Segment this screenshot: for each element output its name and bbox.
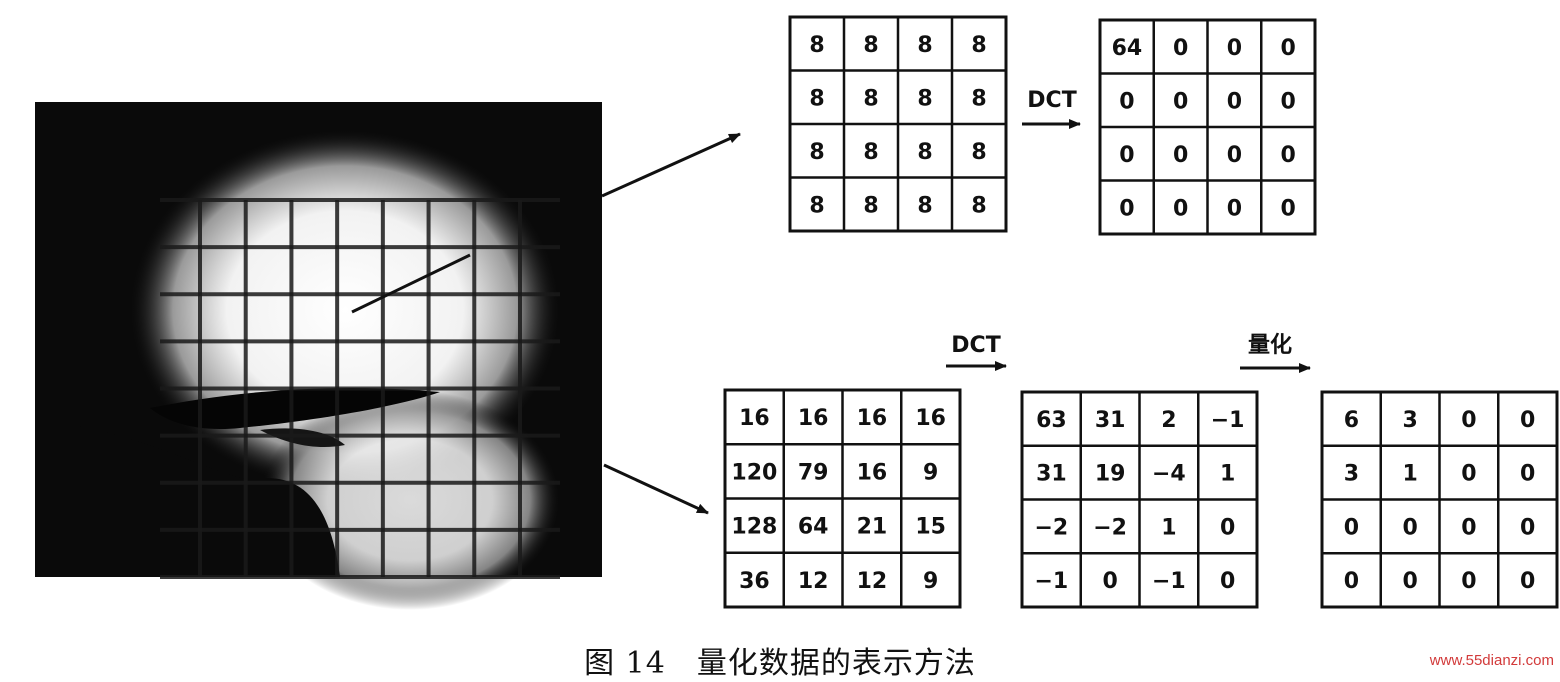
matrix-cell: 12 bbox=[857, 569, 888, 594]
matrix-cell: 19 bbox=[1095, 462, 1126, 487]
sample-indicator-line bbox=[351, 253, 471, 314]
matrix-cell: 64 bbox=[1112, 36, 1143, 61]
source-photo bbox=[35, 102, 602, 610]
matrix-cell: −1 bbox=[1152, 569, 1186, 594]
matrix-cell: 0 bbox=[1119, 196, 1134, 221]
dct-arrow-bottom: DCT bbox=[946, 333, 1007, 371]
matrix-cell: 8 bbox=[971, 193, 986, 218]
matrix-cell: 8 bbox=[863, 33, 878, 58]
quantize-label: 量化 bbox=[1248, 332, 1292, 358]
matrix-cell: 1 bbox=[1161, 515, 1176, 540]
matrix-cell: 3 bbox=[1344, 462, 1359, 487]
matrix-cell: 0 bbox=[1102, 569, 1117, 594]
photo-grid-lines bbox=[160, 198, 560, 579]
matrix-cell: 0 bbox=[1520, 408, 1535, 433]
matrix-cell: 8 bbox=[971, 140, 986, 165]
matrix-cell: 8 bbox=[863, 86, 878, 111]
matrix-cell: 8 bbox=[863, 193, 878, 218]
matrix-cell: −4 bbox=[1152, 462, 1186, 487]
matrix-cell: 0 bbox=[1344, 569, 1359, 594]
matrix-cell: 31 bbox=[1036, 462, 1067, 487]
matrix-cell: 21 bbox=[857, 515, 888, 540]
matrix-cell: 12 bbox=[798, 569, 829, 594]
matrix-cell: 0 bbox=[1461, 462, 1476, 487]
matrix-cell: 16 bbox=[739, 406, 770, 431]
matrix-cell: 16 bbox=[798, 406, 829, 431]
watermark: www.55dianzi.com bbox=[1429, 652, 1554, 669]
matrix-cell: 64 bbox=[798, 515, 829, 540]
matrix-cell: 8 bbox=[809, 193, 824, 218]
quantize-arrow: 量化 bbox=[1240, 332, 1311, 373]
matrix-cell: 9 bbox=[923, 569, 938, 594]
matrix-cell: 0 bbox=[1402, 569, 1417, 594]
matrix-cell: 31 bbox=[1095, 408, 1126, 433]
matrix-cell: 8 bbox=[809, 140, 824, 165]
matrix-cell: 6 bbox=[1344, 408, 1359, 433]
matrix-cell: 0 bbox=[1227, 143, 1242, 168]
matrix-cell: 0 bbox=[1520, 569, 1535, 594]
matrix-cell: 8 bbox=[809, 86, 824, 111]
matrix-cell: −2 bbox=[1035, 515, 1069, 540]
matrix-cell: 120 bbox=[731, 460, 777, 485]
matrix-cell: 0 bbox=[1173, 89, 1188, 114]
matrix-cell: 0 bbox=[1227, 196, 1242, 221]
matrix-cell: 0 bbox=[1461, 515, 1476, 540]
matrix-cell: 79 bbox=[798, 460, 829, 485]
pointer-arrow-top bbox=[601, 132, 741, 198]
matrix-cell: 128 bbox=[731, 515, 777, 540]
figure-caption: 图 14 量化数据的表示方法 bbox=[584, 646, 976, 681]
matrix-cell: 0 bbox=[1520, 462, 1535, 487]
matrix-cell: 3 bbox=[1402, 408, 1417, 433]
matrix-cell: 0 bbox=[1173, 143, 1188, 168]
matrix-cell: 0 bbox=[1220, 515, 1235, 540]
pointer-arrow-bottom bbox=[603, 463, 709, 515]
matrix-cell: 9 bbox=[923, 460, 938, 485]
matrix-bottom-dct: 63 31 2 −1 31 19 −4 1 −2 −2 1 0 −1 0 −1 0 bbox=[1020, 390, 1259, 609]
matrix-cell: 0 bbox=[1220, 569, 1235, 594]
matrix-cell: 0 bbox=[1280, 36, 1295, 61]
matrix-cell: −2 bbox=[1093, 515, 1127, 540]
matrix-cell: 15 bbox=[915, 515, 946, 540]
matrix-cell: 8 bbox=[917, 33, 932, 58]
matrix-cell: −1 bbox=[1035, 569, 1069, 594]
matrix-cell: 0 bbox=[1119, 89, 1134, 114]
matrix-cell: 0 bbox=[1119, 143, 1134, 168]
matrix-cell: 0 bbox=[1461, 569, 1476, 594]
matrix-cell: 0 bbox=[1280, 89, 1295, 114]
matrix-cell: 16 bbox=[915, 406, 946, 431]
matrix-top-dct: 64 0 0 0 0 0 0 0 0 0 0 0 0 0 0 0 bbox=[1098, 18, 1317, 236]
matrix-cell: 8 bbox=[917, 140, 932, 165]
matrix-cell: 0 bbox=[1344, 515, 1359, 540]
matrix-cell: 0 bbox=[1173, 36, 1188, 61]
matrix-cell: 1 bbox=[1220, 462, 1235, 487]
matrix-bottom-quantized: 6 3 0 0 3 1 0 0 0 0 0 0 0 0 0 0 bbox=[1320, 390, 1559, 609]
matrix-cell: 8 bbox=[917, 193, 932, 218]
matrix-cell: 8 bbox=[971, 86, 986, 111]
matrix-bottom-input: 16 16 16 16 120 79 16 9 128 64 21 15 36 12 12 9 bbox=[723, 388, 962, 609]
matrix-top-input: 8 8 8 8 8 8 8 8 8 8 8 8 8 8 8 8 bbox=[788, 15, 1008, 233]
matrix-cell: 0 bbox=[1280, 143, 1295, 168]
matrix-cell: 2 bbox=[1161, 408, 1176, 433]
matrix-cell: 8 bbox=[917, 86, 932, 111]
matrix-cell: 0 bbox=[1402, 515, 1417, 540]
matrix-cell: 1 bbox=[1402, 462, 1417, 487]
dct-label-top: DCT bbox=[1027, 88, 1076, 113]
matrix-cell: 16 bbox=[857, 406, 888, 431]
matrix-cell: 0 bbox=[1461, 408, 1476, 433]
matrix-cell: 0 bbox=[1280, 196, 1295, 221]
matrix-cell: 8 bbox=[863, 140, 878, 165]
matrix-cell: 16 bbox=[857, 460, 888, 485]
dct-arrow-top: DCT bbox=[1022, 88, 1081, 129]
matrix-cell: 0 bbox=[1173, 196, 1188, 221]
matrix-cell: 0 bbox=[1227, 89, 1242, 114]
matrix-cell: 63 bbox=[1036, 408, 1067, 433]
matrix-cell: −1 bbox=[1211, 408, 1245, 433]
matrix-cell: 8 bbox=[971, 33, 986, 58]
matrix-cell: 0 bbox=[1520, 515, 1535, 540]
matrix-cell: 0 bbox=[1227, 36, 1242, 61]
matrix-cell: 8 bbox=[809, 33, 824, 58]
dct-label-bottom: DCT bbox=[951, 333, 1000, 358]
matrix-cell: 36 bbox=[739, 569, 770, 594]
